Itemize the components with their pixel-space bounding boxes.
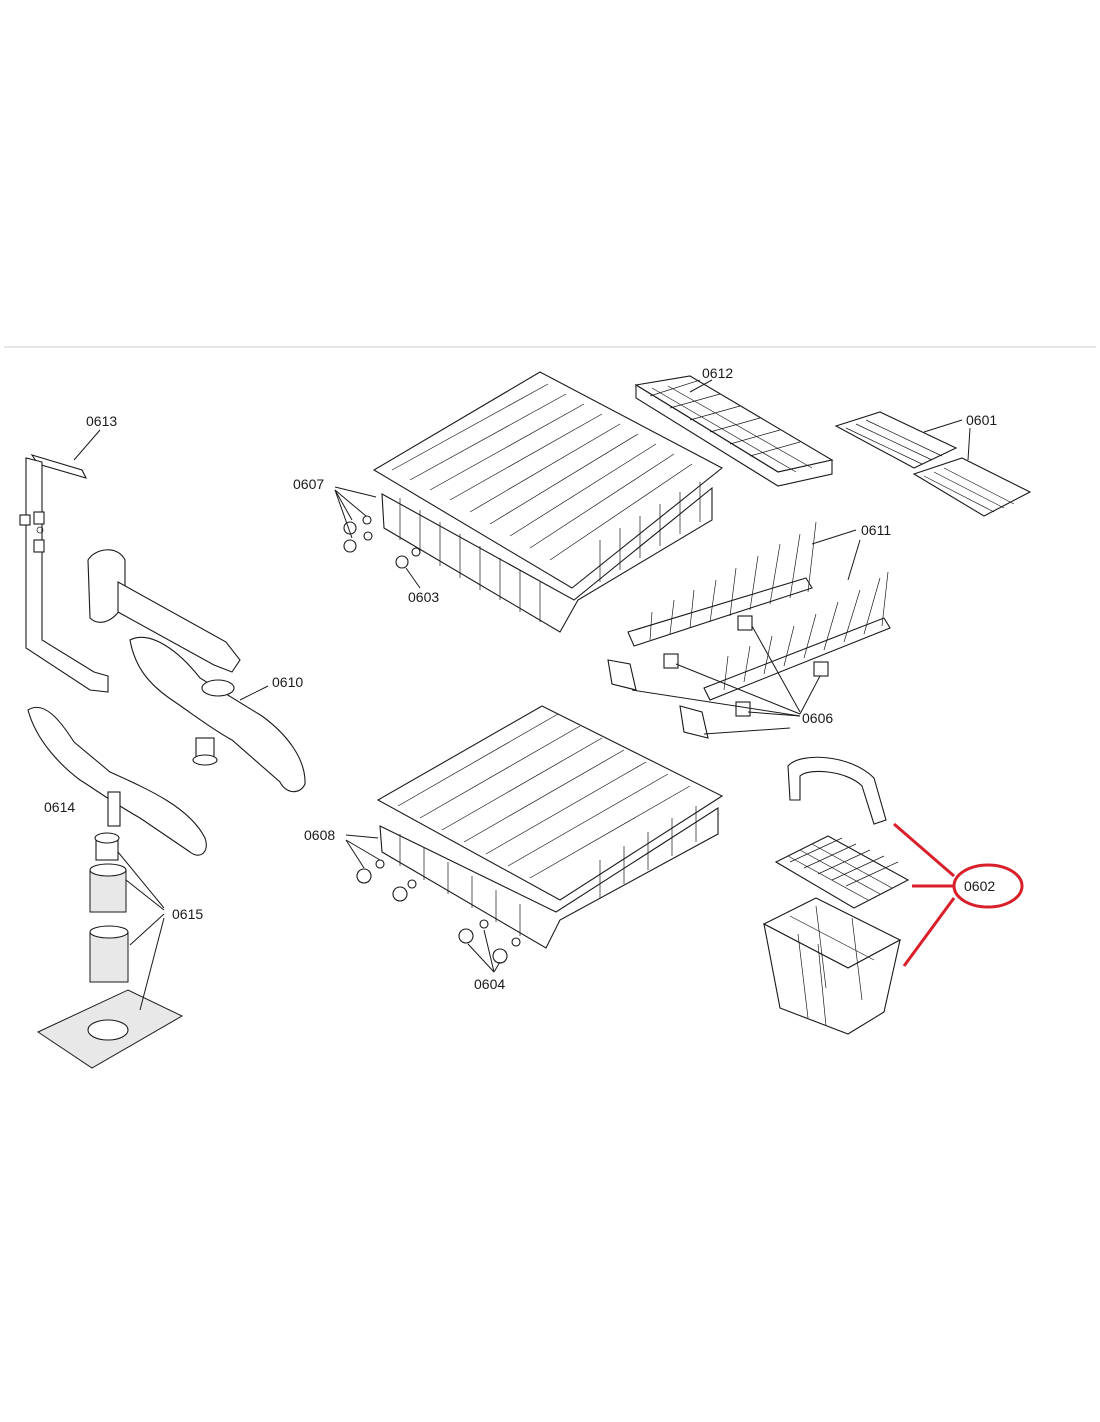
label-0611[interactable]: 0611	[861, 522, 891, 538]
part-0612-drawing	[634, 375, 834, 487]
part-0611-drawing	[627, 521, 891, 701]
part-0602-drawing	[762, 756, 910, 1035]
label-0612[interactable]: 0612	[702, 365, 733, 381]
rollers-0604	[458, 919, 521, 964]
part-0614-drawing	[27, 706, 207, 856]
label-0601[interactable]: 0601	[966, 412, 997, 428]
leaders-0601	[923, 419, 971, 461]
label-0615[interactable]: 0615	[172, 906, 203, 922]
leaders-0608	[345, 834, 381, 869]
leader-0612	[689, 379, 713, 393]
rollers-0607	[343, 515, 373, 553]
label-0613[interactable]: 0613	[86, 413, 117, 429]
label-0606[interactable]: 0606	[802, 710, 833, 726]
rollers-0608	[356, 859, 417, 902]
leader-0613	[73, 429, 101, 461]
leaders-0615	[117, 851, 165, 1011]
rollers-0603	[395, 547, 421, 569]
leaders-0604	[467, 929, 501, 973]
part-0606-drawing	[607, 615, 829, 739]
label-0604[interactable]: 0604	[474, 976, 505, 992]
leader-0610	[239, 685, 269, 701]
upper-basket-drawing	[372, 371, 723, 633]
label-0608[interactable]: 0608	[304, 827, 335, 843]
lower-basket-drawing	[376, 705, 724, 949]
part-0615-drawing	[36, 832, 184, 1069]
part-0601-drawing	[834, 411, 1032, 517]
leaders-0611	[811, 529, 861, 581]
highlight-0602	[893, 822, 1024, 967]
leaders-0606	[631, 625, 821, 735]
part-0610-drawing	[87, 549, 306, 793]
part-0613-drawing	[19, 454, 109, 693]
label-0607[interactable]: 0607	[293, 476, 324, 492]
label-0602[interactable]: 0602	[964, 878, 995, 894]
label-0610[interactable]: 0610	[272, 674, 303, 690]
label-0614[interactable]: 0614	[44, 799, 75, 815]
leader-0603	[405, 567, 421, 589]
leaders-0607	[334, 486, 377, 539]
label-0603[interactable]: 0603	[408, 589, 439, 605]
